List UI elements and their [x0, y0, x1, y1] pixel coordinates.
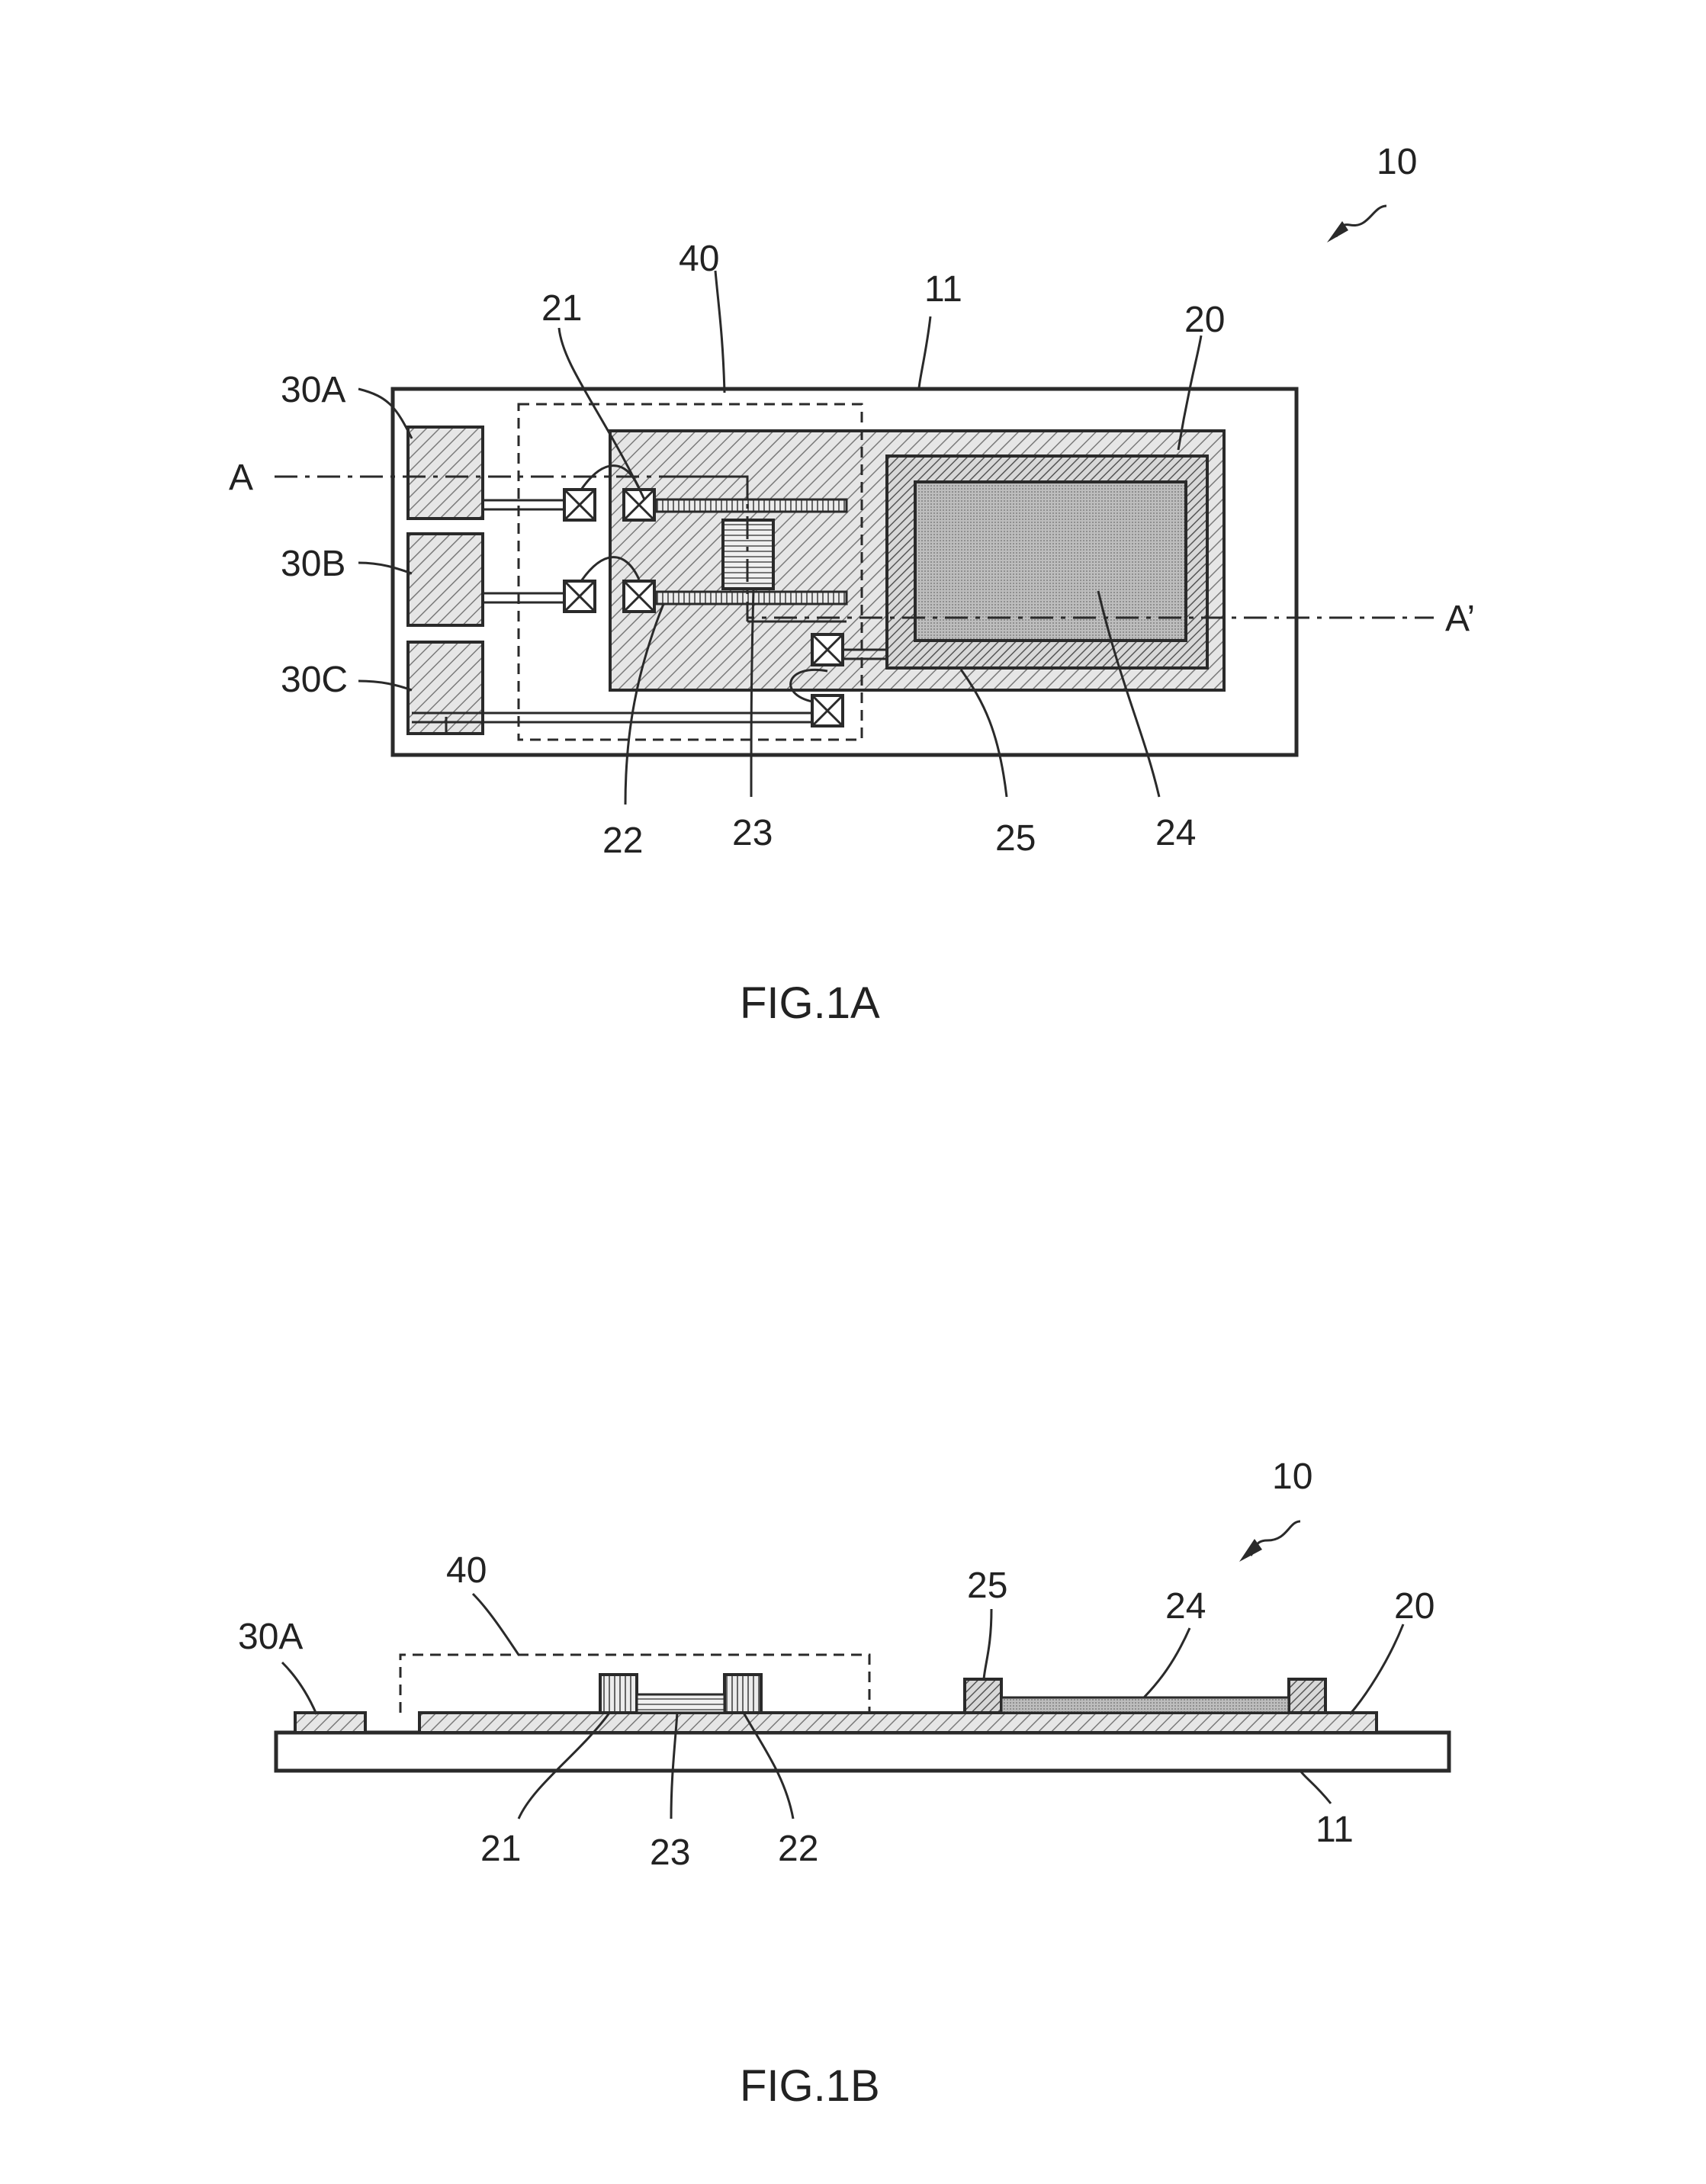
label-30c-top: 30C [281, 660, 348, 700]
contact-25-right-section [1289, 1679, 1325, 1713]
contact-25-section [965, 1679, 1001, 1713]
label-23-section: 23 [650, 1832, 690, 1873]
label-30b-top: 30B [281, 544, 345, 584]
via-25 [812, 634, 843, 665]
label-22-top: 22 [602, 821, 643, 861]
label-23-top: 23 [732, 813, 773, 853]
electrode-21-section [600, 1675, 637, 1713]
layer-20-section [419, 1713, 1377, 1733]
pad-30a [408, 427, 483, 519]
sensing-24-section [1001, 1697, 1289, 1713]
label-30a-top: 30A [281, 370, 345, 410]
channel-23-section [637, 1694, 724, 1713]
electrode-bar-21 [656, 499, 847, 512]
via-30a [564, 490, 595, 520]
electrode-22-section [724, 1675, 761, 1713]
label-20-section: 20 [1394, 1586, 1435, 1627]
via-21 [624, 490, 654, 520]
label-22-section: 22 [778, 1829, 818, 1869]
substrate-11-section [276, 1733, 1449, 1771]
fig1b-cross-section: 10 40 30A 25 24 20 21 23 22 11 FIG.1B [238, 1457, 1449, 2111]
via-30b [564, 581, 595, 612]
label-10-section: 10 [1272, 1457, 1312, 1497]
via-22 [624, 581, 654, 612]
fig1a-top-view: 10 40 11 21 20 30A 30B 30C A A’ 22 23 25… [229, 142, 1475, 1028]
label-24-section: 24 [1165, 1586, 1206, 1627]
label-section-a: A [229, 458, 253, 498]
pad-30b [408, 534, 483, 625]
label-11-section: 11 [1316, 1810, 1354, 1850]
label-40-top: 40 [679, 239, 719, 279]
label-21-top: 21 [541, 288, 582, 329]
label-25-section: 25 [967, 1566, 1007, 1606]
electrode-bar-22 [656, 592, 847, 604]
label-section-a-prime: A’ [1445, 599, 1475, 639]
label-20-top: 20 [1184, 300, 1225, 340]
label-30a-section: 30A [238, 1617, 303, 1657]
caption-fig1b: FIG.1B [740, 2061, 880, 2111]
label-10-top: 10 [1377, 142, 1417, 182]
label-24-top: 24 [1155, 813, 1196, 853]
via-30c [812, 695, 843, 726]
label-40-section: 40 [446, 1550, 487, 1591]
caption-fig1a: FIG.1A [740, 978, 880, 1028]
label-25-top: 25 [995, 818, 1036, 859]
pad-30a-section [295, 1713, 365, 1733]
label-11-top: 11 [924, 269, 962, 310]
label-21-section: 21 [480, 1829, 521, 1869]
